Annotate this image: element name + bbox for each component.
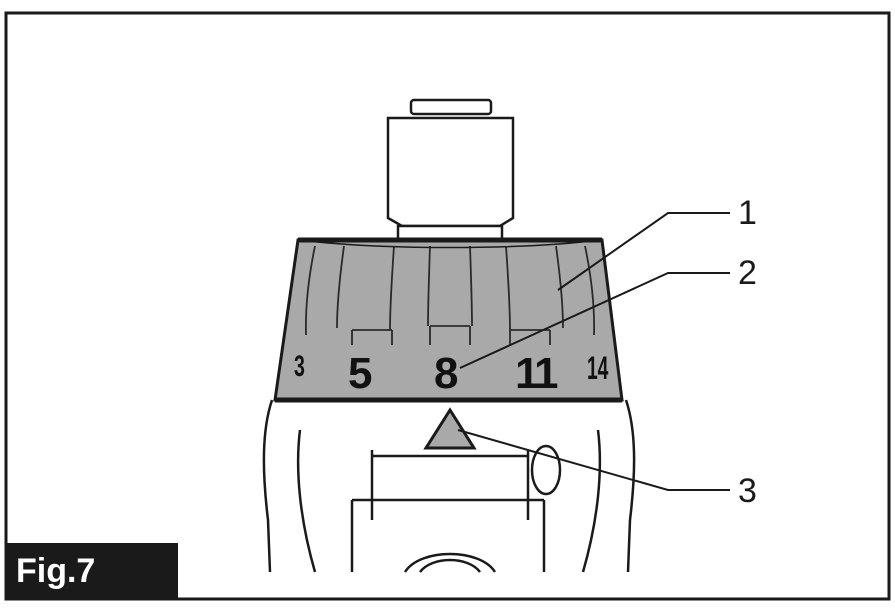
scale-number-3: 3	[294, 350, 305, 383]
figure-frame	[4, 11, 891, 601]
scale-number-5: 5	[348, 349, 373, 398]
leader-line-2	[459, 272, 730, 369]
adjusting-ring	[273, 237, 624, 403]
scale-number-8: 8	[434, 349, 459, 398]
leader-line-3	[457, 429, 730, 491]
chuck-sleeve	[386, 98, 515, 244]
indicator-arrow	[423, 407, 477, 450]
callout-1: 1	[738, 194, 757, 232]
callout-3: 3	[738, 472, 757, 510]
scale-number-11: 11	[515, 349, 558, 398]
tool-body	[262, 399, 636, 573]
scale-number-14: 14	[587, 350, 609, 386]
leader-line-1	[557, 212, 730, 291]
leader-lines	[457, 212, 730, 491]
figure-label: Fig.7	[6, 543, 178, 599]
callout-2: 2	[738, 254, 757, 292]
